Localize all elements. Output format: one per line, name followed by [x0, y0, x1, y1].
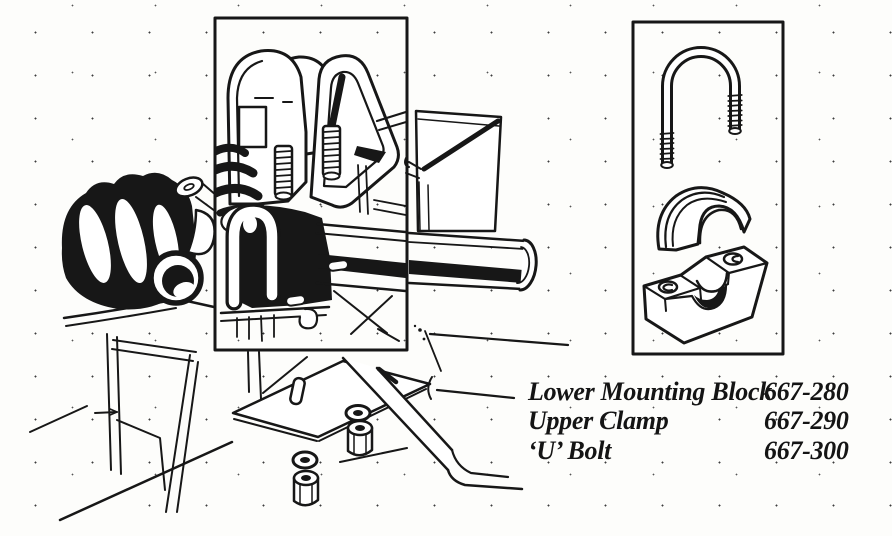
mounting-block-shaded-detail: [225, 203, 332, 311]
nut-front: [292, 469, 320, 507]
part-name: ‘U’ Bolt: [528, 436, 612, 465]
part-number: 667-280: [764, 377, 849, 406]
leader-lines: [413, 324, 570, 400]
part-number: 667-290: [764, 406, 849, 435]
part-name: Lower Mounting Block: [528, 377, 772, 406]
part-name: Upper Clamp: [528, 406, 669, 435]
parts-inset: [631, 20, 785, 356]
frame-rail-detail: [219, 259, 400, 342]
u-bolt-part: [659, 46, 743, 169]
plate-slot: [289, 376, 306, 406]
frame-leg: [341, 356, 524, 491]
pedal-box: [404, 109, 503, 233]
tube-end-cap: [518, 238, 538, 292]
detail-inset-border: [213, 16, 409, 352]
boot-end-bracket: [174, 176, 218, 256]
nut-rear: [346, 419, 374, 457]
bracket-detail: [354, 111, 406, 216]
parts-list-row: Upper Clamp 667-290: [528, 406, 878, 436]
parts-inset-border: [631, 20, 785, 356]
leader-upper: [428, 332, 570, 347]
threaded-stud-left: [273, 144, 294, 201]
tube-opening-ring: [148, 250, 204, 306]
leader-lower-mounting-block: [435, 388, 516, 400]
detail-inset: [213, 16, 409, 352]
parts-list-row: Lower Mounting Block 667-280: [528, 377, 878, 407]
clamp-strap-detail: [237, 105, 268, 149]
upper-clamp-part: [656, 186, 752, 252]
threaded-stud-right: [321, 124, 342, 181]
washer-front: [291, 450, 319, 470]
lower-mounting-block-part: [642, 245, 769, 345]
parts-list-row: ‘U’ Bolt 667-300: [528, 436, 878, 466]
part-number: 667-300: [764, 436, 849, 465]
chassis-frame: [29, 297, 408, 522]
steering-column-tube: [407, 231, 538, 292]
